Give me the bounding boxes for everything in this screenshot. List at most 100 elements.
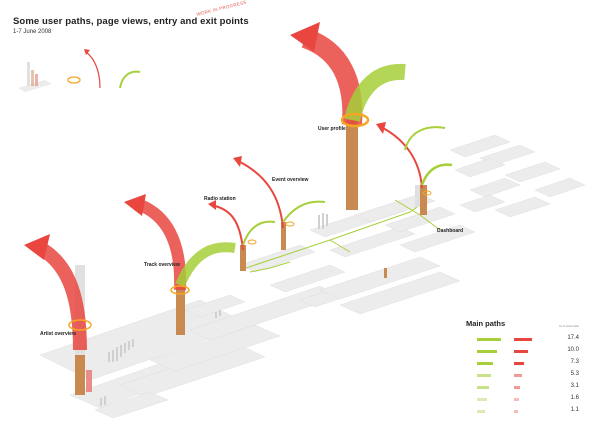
exit-arrow — [239, 161, 284, 229]
node-label-artist: Artist overview — [40, 331, 76, 337]
platform-event-2 — [329, 226, 416, 258]
pageview-column — [281, 222, 286, 250]
loop-ring — [422, 190, 432, 196]
loop-ring — [247, 239, 257, 245]
legend-pageview-bar — [27, 62, 30, 86]
entry-arrow — [242, 220, 276, 246]
legend-exit-head — [84, 49, 90, 55]
path-value: 3.1 — [570, 383, 579, 389]
platform-track — [184, 294, 246, 318]
main-paths-title: Main paths — [466, 319, 506, 328]
loop-ring — [170, 285, 190, 295]
floor-path — [329, 239, 351, 253]
exit-arrow — [137, 199, 187, 291]
main-paths-panel: Main paths % of total visits 17.4 10.0 7… — [457, 315, 583, 420]
path-segment-entry — [477, 374, 491, 377]
minor-bar — [108, 352, 110, 362]
entry-arrow — [404, 126, 446, 151]
main-paths-subtitle: % of total visits — [558, 324, 579, 328]
path-value: 10.0 — [567, 347, 579, 353]
legend-loop — [67, 76, 81, 84]
minor-bar — [326, 214, 328, 226]
node-label-radio: Radio station — [204, 196, 236, 202]
legend — [18, 49, 141, 92]
exit-arrowhead — [208, 200, 216, 210]
path-segment-exit — [514, 362, 524, 365]
exit-arrow — [301, 28, 363, 126]
path-segment-entry — [477, 350, 497, 353]
exit-arrowhead — [233, 156, 242, 167]
path-segment-entry — [477, 362, 493, 365]
entry-column — [415, 185, 420, 207]
main-path-row: 5.3 — [461, 370, 581, 380]
pageview-column — [176, 285, 185, 335]
entry-arrow — [420, 163, 453, 186]
minor-bar — [100, 398, 102, 406]
path-segment-exit — [514, 386, 520, 389]
exit-arrow — [382, 127, 423, 189]
minor-bar — [116, 347, 118, 361]
main-path-row: 1.1 — [461, 406, 581, 416]
path-segment-exit — [514, 410, 518, 413]
chart-title: Some user paths, page views, entry and e… — [13, 16, 249, 27]
platforms — [39, 134, 586, 419]
minor-bar — [384, 268, 387, 278]
minor-bar — [128, 341, 130, 350]
platform-dash-a — [399, 224, 476, 253]
main-path-row: 17.4 — [461, 334, 581, 344]
platform-r8 — [459, 194, 506, 213]
minor-bar — [322, 213, 324, 229]
exit-arrowhead — [290, 22, 320, 52]
exit-arrowhead — [124, 194, 146, 216]
column-profile-side — [376, 122, 453, 215]
minor-bar — [120, 345, 122, 357]
loop-ring — [68, 319, 92, 331]
exit-arrow — [36, 241, 87, 351]
main-path-row: 1.6 — [461, 394, 581, 404]
exit-arrowhead — [24, 234, 50, 260]
loop-ring — [340, 112, 370, 128]
node-label-track: Track overview — [144, 262, 180, 268]
path-segment-entry — [477, 398, 487, 401]
path-segment-entry — [477, 338, 501, 341]
platform-r1 — [449, 134, 511, 158]
platform-artist-sub3 — [94, 391, 169, 419]
node-label-event: Event overview — [272, 177, 309, 183]
entry-arrow — [344, 63, 406, 123]
platform-r5 — [469, 177, 521, 198]
platform-r6 — [494, 196, 551, 218]
entry-column — [86, 370, 92, 392]
path-value: 1.6 — [570, 395, 579, 401]
path-segment-exit — [514, 350, 528, 353]
pageview-column-fill — [75, 355, 85, 395]
minor-bar — [318, 215, 320, 229]
node-label-dashboard: Dashboard — [437, 228, 464, 234]
minor-pageview-bars — [100, 213, 387, 406]
path-segment-entry — [477, 386, 489, 389]
pageview-column — [346, 120, 358, 210]
legend-entry-bar — [31, 70, 34, 86]
path-value: 1.1 — [570, 407, 579, 413]
node-label-user: User profile — [318, 126, 346, 132]
legend-entry-arrow — [119, 70, 141, 89]
column-user — [290, 22, 406, 210]
minor-bar — [215, 312, 217, 318]
path-value: 7.3 — [570, 359, 579, 365]
path-segment-entry — [477, 410, 485, 413]
path-segment-exit — [514, 374, 522, 377]
minor-bar — [124, 343, 126, 353]
minor-bar — [112, 350, 114, 362]
entry-arrow — [282, 200, 326, 223]
minor-bar — [132, 339, 134, 347]
column-event — [233, 156, 326, 250]
minor-bar — [219, 310, 221, 316]
pageview-column — [420, 185, 427, 215]
platform-radio-2 — [269, 264, 346, 293]
floor-path — [239, 204, 421, 271]
main-path-row: 3.1 — [461, 382, 581, 392]
legend-exit-bar — [35, 74, 38, 86]
entry-arrow — [175, 242, 236, 288]
chart-subtitle: 1-7 June 2008 — [13, 29, 52, 35]
column-track — [124, 194, 236, 335]
